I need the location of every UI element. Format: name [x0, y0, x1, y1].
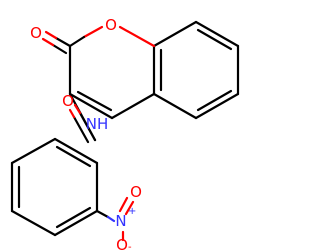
amide-nh-label: NH: [86, 115, 109, 133]
lactone-carbonyl: [41, 30, 72, 55]
nitro-group: [95, 196, 135, 242]
bond: [10, 137, 57, 165]
bond: [110, 92, 156, 120]
bond: [194, 20, 240, 48]
bond: [54, 36, 72, 48]
nitro-nitrogen-label: N: [115, 212, 126, 230]
nitro-oxygen-single-label: O: [116, 236, 128, 250]
bond: [53, 209, 99, 237]
chemical-structure: O O O NH N + O O -: [10, 16, 240, 250]
carbonyl-oxygen-label: O: [30, 24, 42, 42]
bond: [68, 35, 86, 48]
amide-oxygen-label: O: [62, 92, 74, 110]
nitro-oxygen-charge: -: [128, 242, 132, 250]
amide-group: [68, 92, 97, 144]
bond: [82, 25, 104, 39]
bond: [10, 209, 57, 237]
bond: [194, 92, 240, 120]
bond: [78, 111, 97, 142]
ring-oxygen-label: O: [105, 16, 117, 34]
nitrophenyl-ring: [10, 137, 99, 237]
bond: [118, 196, 129, 213]
bond: [53, 137, 99, 165]
nitro-oxygen-double-label: O: [130, 183, 142, 201]
bond-double-inner: [55, 145, 92, 168]
bond: [118, 25, 156, 48]
nitro-nitrogen-charge: +: [128, 206, 136, 217]
bond: [152, 20, 198, 48]
bond-double-inner: [196, 28, 233, 51]
benzo-ring: [152, 20, 240, 120]
bond: [68, 92, 114, 120]
bond: [73, 103, 82, 115]
bond: [95, 209, 110, 219]
bond: [44, 30, 58, 40]
bond: [72, 115, 90, 144]
bond-double-inner: [55, 206, 92, 229]
bond-double-inner: [76, 90, 113, 112]
bond: [106, 215, 116, 223]
bond: [51, 43, 68, 55]
bond-double-inner: [196, 89, 233, 112]
bond: [124, 200, 135, 216]
bond: [68, 108, 76, 119]
pyranone-ring: [68, 25, 156, 120]
bond: [41, 37, 55, 47]
bond: [152, 92, 198, 120]
